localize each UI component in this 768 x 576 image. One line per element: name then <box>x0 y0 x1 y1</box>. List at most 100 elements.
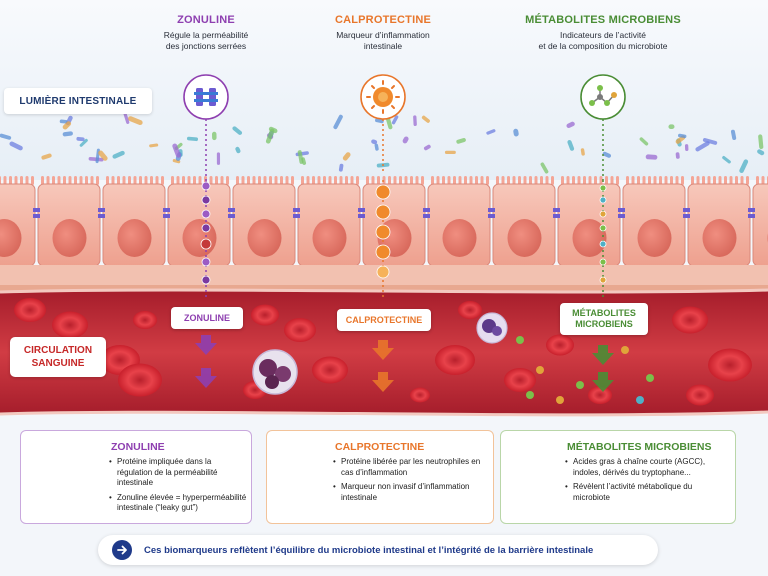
bacterium <box>668 124 675 130</box>
epithelial-cell <box>683 176 751 267</box>
metabolites-header-desc: Indicateurs de l’activité et de la compo… <box>503 30 703 52</box>
card-calprotectine-title: CALPROTECTINE <box>335 441 425 453</box>
bacterium <box>567 140 575 151</box>
bacterium <box>186 136 199 142</box>
bacterium <box>684 144 689 151</box>
circulation-label-line2: SANGUINE <box>31 358 85 369</box>
epithelial-cell <box>358 176 426 267</box>
vessel-label-metabolites-line1: MÉTABOLITES <box>572 308 636 318</box>
bacterium <box>212 131 217 141</box>
bacterium <box>540 162 549 174</box>
bacterium <box>149 143 159 148</box>
pathway-particle <box>375 244 391 260</box>
bacterium <box>127 116 143 126</box>
metabolite-particle <box>516 336 524 344</box>
red-blood-cell <box>410 387 430 403</box>
red-blood-cell <box>133 311 157 329</box>
metabolites-header: MÉTABOLITES MICROBIENS Indicateurs de l’… <box>503 14 703 52</box>
circulation-label-line1: CIRCULATION <box>23 345 93 356</box>
red-blood-cell <box>672 306 708 334</box>
epithelial-cell <box>228 176 296 267</box>
bacterium <box>98 150 108 161</box>
red-blood-cell <box>284 318 316 342</box>
blood-cells-layer <box>14 298 752 406</box>
bacterium <box>9 141 23 151</box>
bacterium <box>722 156 731 164</box>
zonuline-header-icon <box>183 74 229 120</box>
bacterium <box>695 141 710 152</box>
bacterium <box>59 119 68 124</box>
bacterium <box>678 133 687 139</box>
bacterium <box>423 144 431 151</box>
epithelium-layer <box>0 176 768 267</box>
bacterium <box>62 131 73 137</box>
zonuline-desc-line1: Régule la perméabilité <box>163 30 249 40</box>
vessel-label-metabolites: MÉTABOLITES MICROBIENS <box>560 303 648 335</box>
pathway-particle <box>201 257 211 267</box>
bacterium <box>112 150 125 159</box>
pathway-particle <box>599 184 607 192</box>
pathway-particle <box>201 181 211 191</box>
epithelial-cell <box>423 176 491 267</box>
circulation-label: CIRCULATION SANGUINE <box>10 337 106 377</box>
card-calprotectine-bullet-2: Marqueur non invasif d’inflammation inte… <box>333 482 489 503</box>
vessel-label-calprotectine: CALPROTECTINE <box>337 309 431 331</box>
card-calprotectine-bullet-1: Protéine libérée par les neutrophiles en… <box>333 457 489 478</box>
red-blood-cell <box>588 386 612 404</box>
bacterium <box>513 128 519 137</box>
bacterium <box>444 150 456 154</box>
bacterium <box>41 153 52 160</box>
metabolites-header-title: MÉTABOLITES MICROBIENS <box>525 14 681 26</box>
pathway-particle <box>200 238 212 250</box>
red-blood-cell <box>52 311 88 339</box>
zonuline-header-title: ZONULINE <box>177 14 235 26</box>
calprotectine-header-icon <box>360 74 406 120</box>
bacterium <box>456 137 466 144</box>
lumen-label: LUMIÈRE INTESTINALE <box>4 88 152 114</box>
bacterium <box>371 139 378 145</box>
pathway-particle <box>599 276 607 284</box>
bacterium <box>301 157 307 165</box>
metabolites-desc-line1: Indicateurs de l’activité <box>560 30 646 40</box>
metabolite-particle <box>646 374 654 382</box>
bacterium <box>702 138 718 145</box>
metabolites-pathway <box>592 180 614 392</box>
pathway-particle <box>599 240 607 248</box>
epithelial-cell <box>0 176 36 267</box>
metabolites-header-icon <box>580 74 626 120</box>
bacterium <box>374 143 379 151</box>
pathway-particle <box>375 184 391 200</box>
bacterium <box>333 114 343 130</box>
bacterium <box>730 129 737 141</box>
pathway-particle <box>376 265 390 279</box>
bacterium <box>486 129 496 135</box>
pathway-particle <box>201 195 211 205</box>
red-blood-cell <box>118 363 162 397</box>
vessel-label-zonuline: ZONULINE <box>171 307 243 329</box>
red-blood-cell <box>251 304 279 326</box>
bacterium <box>391 115 399 125</box>
epithelial-cell <box>748 176 768 267</box>
pathway-particle <box>201 209 211 219</box>
bacterium <box>79 138 88 147</box>
bacteria-layer <box>0 112 765 174</box>
pathway-particle <box>599 258 607 266</box>
card-metabolites-title: MÉTABOLITES MICROBIENS <box>567 441 712 453</box>
bacterium <box>216 152 221 165</box>
card-zonuline-bullet-1: Protéine impliquée dans la régulation de… <box>109 457 247 489</box>
pathway-particle <box>599 196 607 204</box>
epithelial-cell <box>553 176 621 267</box>
red-blood-cell <box>14 298 46 322</box>
down-arrow-icon <box>592 345 614 365</box>
red-blood-cell <box>435 345 475 375</box>
pathway-particle <box>599 224 607 232</box>
epithelial-cell <box>33 176 101 267</box>
down-arrow-icon <box>195 335 217 355</box>
calprotectine-desc-line1: Marqueur d’inflammation <box>336 30 430 40</box>
down-arrow-icon <box>372 372 394 392</box>
bacterium <box>602 151 612 158</box>
bacterium <box>0 133 12 140</box>
bacterium <box>739 159 749 174</box>
pathway-particle <box>201 223 211 233</box>
bacterium <box>413 115 417 127</box>
